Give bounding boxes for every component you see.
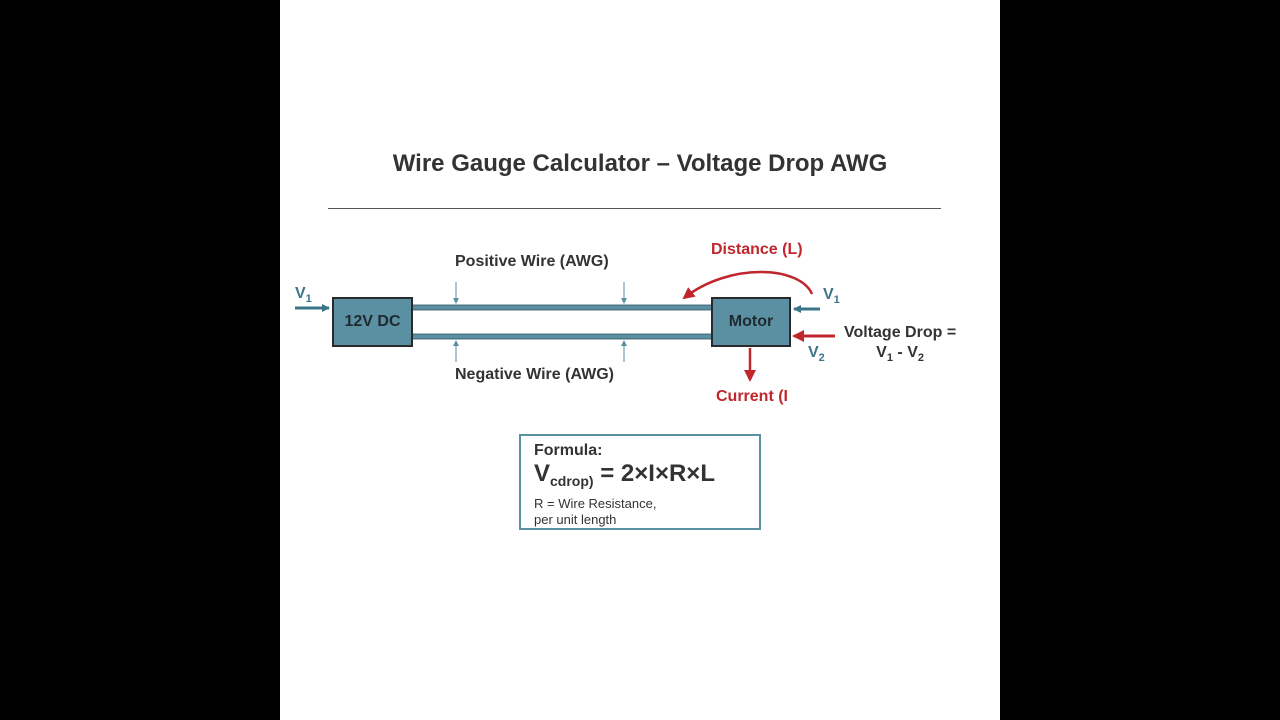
formula-note: R = Wire Resistance, per unit length [534,496,657,527]
distance-label: Distance (L) [711,241,803,258]
v1-right-label: V1 [823,286,840,306]
distance-arrow [682,270,814,300]
v2-right-label: V2 [808,344,825,364]
motor-box: Motor [711,297,791,347]
formula-heading: Formula: [534,442,603,459]
voltage-drop-line2: V1 - V2 [876,344,924,364]
negative-wire-label: Negative Wire (AWG) [455,366,614,383]
power-source-label: 12V DC [344,313,401,330]
positive-wire-label: Positive Wire (AWG) [455,253,609,270]
title-divider [328,208,941,209]
voltage-drop-label: Voltage Drop = V1 - V2 [844,323,956,368]
negative-wire [411,333,713,340]
page-title: Wire Gauge Calculator – Voltage Drop AWG [392,150,888,177]
positive-wire [411,304,713,311]
voltage-drop-line1: Voltage Drop = [844,324,957,341]
v1-left-label: V1 [295,285,312,305]
diagram-panel: Wire Gauge Calculator – Voltage Drop AWG [280,0,1000,720]
formula-equation: Vcdrop) = 2×I×R×L [534,460,715,489]
formula-box: Formula: Vcdrop) = 2×I×R×L R = Wire Resi… [519,434,761,530]
current-label: Current (I [716,388,788,405]
motor-label: Motor [728,313,774,330]
power-source-box: 12V DC [332,297,413,347]
